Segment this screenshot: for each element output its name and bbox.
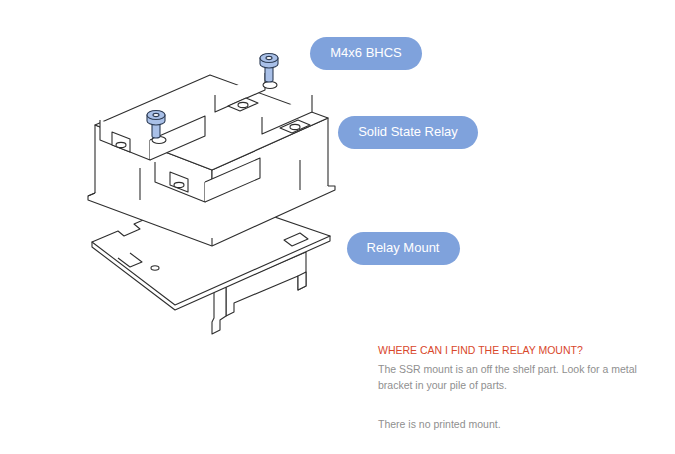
note-heading: WHERE CAN I FIND THE RELAY MOUNT?: [378, 342, 668, 358]
callout-label: Relay Mount: [367, 240, 440, 256]
callout-pill: M4x6 BHCS: [310, 37, 422, 70]
note-text: There is no printed mount.: [378, 416, 658, 432]
m4-screws: [147, 54, 278, 139]
note-text: The SSR mount is an off the shelf part. …: [378, 361, 658, 393]
callout-pill: Solid State Relay: [338, 116, 478, 149]
callout-label: M4x6 BHCS: [330, 45, 402, 61]
callout-label: Solid State Relay: [358, 124, 458, 140]
solid-state-relay: [88, 73, 335, 246]
callout-pill: Relay Mount: [347, 232, 460, 265]
